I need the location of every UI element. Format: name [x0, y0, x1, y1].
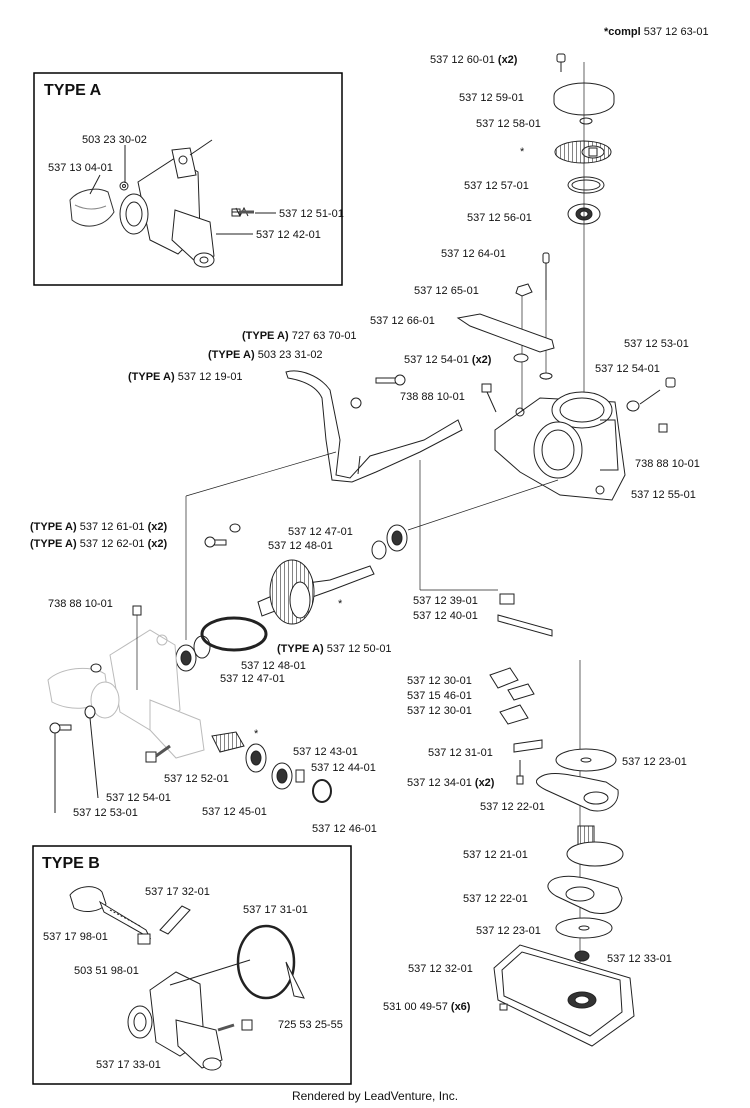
- part-label[interactable]: 537 12 57-01: [464, 180, 529, 192]
- part-label[interactable]: 537 17 33-01: [96, 1059, 161, 1071]
- top-screws: [556, 53, 566, 72]
- part-label[interactable]: 537 12 33-01: [607, 953, 672, 965]
- grease-fitting-right: [658, 423, 668, 433]
- gear-shaft: [566, 825, 624, 867]
- part-label[interactable]: 537 15 46-01: [407, 690, 472, 702]
- part-label[interactable]: 537 12 53-01: [624, 338, 689, 350]
- part-label[interactable]: 537 12 30-01: [407, 705, 472, 717]
- part-label[interactable]: 537 12 39-01: [413, 595, 478, 607]
- part-label[interactable]: 537 12 32-01: [408, 963, 473, 975]
- washer-bottom: [555, 917, 613, 939]
- part-label[interactable]: 537 12 43-01: [293, 746, 358, 758]
- screw-lower: [145, 751, 157, 763]
- main-gear-housing: [494, 391, 626, 501]
- bolt-long: [542, 252, 550, 264]
- part-label[interactable]: 537 12 21-01: [463, 849, 528, 861]
- footer-credit: Rendered by LeadVenture, Inc.: [291, 1089, 459, 1103]
- part-label[interactable]: 537 12 23-01: [476, 925, 541, 937]
- part-label[interactable]: 537 12 60-01 (x2): [430, 54, 518, 66]
- nut: [515, 283, 533, 297]
- compl-note: *compl 537 12 63-01: [604, 26, 709, 38]
- shim-small: [499, 593, 515, 605]
- part-label[interactable]: 537 12 59-01: [459, 92, 524, 104]
- part-label[interactable]: 537 12 51-01: [279, 208, 344, 220]
- part-label[interactable]: 537 12 34-01 (x2): [407, 777, 495, 789]
- part-label[interactable]: 537 17 31-01: [243, 904, 308, 916]
- flange-upper: [536, 773, 619, 812]
- part-label[interactable]: 537 12 22-01: [463, 893, 528, 905]
- type-b-parts: [69, 886, 305, 1071]
- part-label[interactable]: 738 88 10-01: [48, 598, 113, 610]
- part-label[interactable]: (TYPE A) 537 12 19-01: [128, 371, 243, 383]
- part-label[interactable]: 503 23 30-02: [82, 134, 147, 146]
- type-b-title: TYPE B: [42, 855, 100, 872]
- asterisk-marker: *: [254, 728, 259, 740]
- snap-ring-top: [567, 176, 605, 194]
- part-label[interactable]: 537 12 23-01: [622, 756, 687, 768]
- handle-bracket: [285, 370, 463, 483]
- bottom-cover: [493, 944, 635, 1047]
- pinion-shaft: [257, 559, 375, 625]
- part-label[interactable]: 537 12 42-01: [256, 229, 321, 241]
- part-label[interactable]: (TYPE A) 727 63 70-01: [242, 330, 357, 342]
- clip-plate: [513, 739, 543, 753]
- oring-large: [200, 616, 268, 652]
- type-a-title: TYPE A: [44, 82, 102, 99]
- right-screw: [639, 377, 676, 405]
- bevel-gear-top: [554, 140, 612, 164]
- part-label[interactable]: 537 13 04-01: [48, 162, 113, 174]
- part-label[interactable]: 537 12 44-01: [311, 762, 376, 774]
- part-label[interactable]: 537 17 98-01: [43, 931, 108, 943]
- part-label[interactable]: 537 12 47-01: [288, 526, 353, 538]
- bracket-plate: [456, 313, 555, 353]
- part-label[interactable]: 738 88 10-01: [400, 391, 465, 403]
- shim-blocks: [489, 667, 535, 725]
- part-label[interactable]: 537 12 64-01: [441, 248, 506, 260]
- part-label[interactable]: (TYPE A) 537 12 50-01: [277, 643, 392, 655]
- part-label[interactable]: 537 12 53-01: [73, 807, 138, 819]
- part-label[interactable]: 537 12 52-01: [164, 773, 229, 785]
- part-label[interactable]: (TYPE A) 537 12 61-01 (x2): [30, 521, 168, 533]
- part-label[interactable]: 503 51 98-01: [74, 965, 139, 977]
- part-label[interactable]: 531 00 49-57 (x6): [383, 1001, 471, 1013]
- part-label[interactable]: 537 12 40-01: [413, 610, 478, 622]
- part-label[interactable]: *: [520, 146, 525, 158]
- ghost-housing: [47, 629, 205, 759]
- asterisk-marker: *: [338, 598, 343, 610]
- type-a-box: [33, 72, 343, 286]
- part-label[interactable]: 537 12 30-01: [407, 675, 472, 687]
- shim-strip: [497, 614, 553, 637]
- part-label[interactable]: 537 12 31-01: [428, 747, 493, 759]
- part-label[interactable]: 537 12 65-01: [414, 285, 479, 297]
- part-label[interactable]: (TYPE A) 537 12 62-01 (x2): [30, 538, 168, 550]
- compl-marker: *compl: [604, 26, 641, 38]
- part-label[interactable]: 537 12 54-01: [106, 792, 171, 804]
- part-label[interactable]: 537 12 46-01: [312, 823, 377, 835]
- part-label[interactable]: 537 12 66-01: [370, 315, 435, 327]
- part-label[interactable]: (TYPE A) 503 23 31-02: [208, 349, 323, 361]
- type-b-box: [32, 845, 352, 1085]
- part-label[interactable]: 537 12 47-01: [220, 673, 285, 685]
- washer-top: [555, 748, 617, 772]
- part-label[interactable]: 537 12 48-01: [241, 660, 306, 672]
- compl-part: 537 12 63-01: [643, 26, 709, 38]
- type-a-housing: [69, 139, 254, 268]
- part-label[interactable]: 537 12 54-01: [595, 363, 660, 375]
- part-label[interactable]: 725 53 25-55: [278, 1019, 343, 1031]
- part-label[interactable]: 537 12 22-01: [480, 801, 545, 813]
- part-label[interactable]: 537 12 54-01 (x2): [404, 354, 492, 366]
- pinion-lower: [211, 731, 245, 753]
- part-label[interactable]: 738 88 10-01: [635, 458, 700, 470]
- part-label[interactable]: 537 12 56-01: [467, 212, 532, 224]
- part-label[interactable]: 537 12 55-01: [631, 489, 696, 501]
- grease-fitting-lower: [132, 605, 142, 616]
- flange-lower: [547, 875, 623, 914]
- part-label[interactable]: 537 17 32-01: [145, 886, 210, 898]
- part-label[interactable]: 537 12 58-01: [476, 118, 541, 130]
- part-label[interactable]: 537 12 48-01: [268, 540, 333, 552]
- part-label[interactable]: 537 12 45-01: [202, 806, 267, 818]
- grease-fitting-left: [481, 383, 492, 393]
